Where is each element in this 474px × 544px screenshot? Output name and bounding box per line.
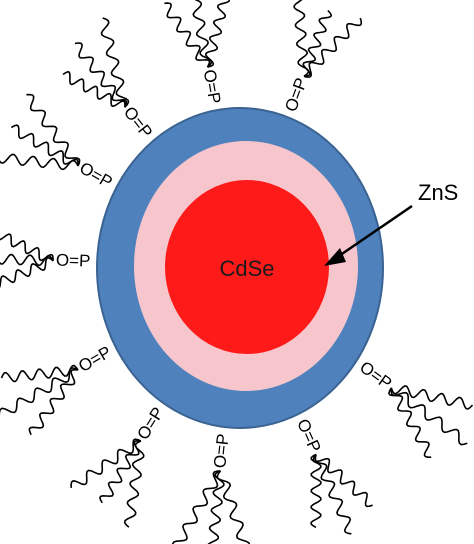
ligand-tail — [0, 233, 54, 262]
ligand-label: O=P — [56, 250, 91, 270]
ligand-label: O=P — [281, 75, 311, 114]
ligand-label: O=P — [200, 68, 225, 105]
ligand-tail — [312, 453, 352, 535]
ligand-tail — [204, 0, 231, 68]
shell-label: ZnS — [418, 180, 458, 205]
ligand-label: O=P — [210, 433, 233, 469]
shell-callout: ZnS — [324, 180, 458, 266]
cdse-core — [165, 180, 329, 354]
callout-arrow-line — [335, 204, 413, 260]
ligand-tail — [207, 470, 225, 544]
ligand-tail — [164, 2, 211, 68]
ligand-tail — [26, 93, 81, 167]
ligand-tail — [100, 17, 130, 108]
ligand-tail — [388, 387, 432, 458]
ligand-tail — [192, 0, 213, 68]
ligand-label: O=P — [133, 404, 167, 443]
ligand-tail — [10, 124, 79, 167]
ligand-tail — [310, 453, 322, 529]
ligand-label: O=P — [120, 103, 156, 142]
ligand-tail — [123, 440, 145, 528]
ligand-tail — [0, 367, 79, 416]
ligand-tail — [0, 364, 79, 383]
ligand-tail — [303, 17, 362, 78]
ligand-tail — [0, 153, 79, 171]
ligand-tail — [302, 9, 333, 78]
ligand-tail — [70, 438, 142, 488]
ligand-tail — [314, 454, 373, 508]
ligand-tail — [0, 256, 54, 289]
quantum-dot: CdSe — [96, 107, 384, 429]
ligand-tail — [293, 0, 310, 77]
ligand-label: O=P — [75, 342, 114, 376]
ligand-tail — [28, 368, 79, 436]
ligand-label: O=P — [293, 416, 324, 455]
callout-arrowhead — [324, 248, 346, 266]
ligand-tail — [390, 385, 474, 410]
ligand-tail — [0, 253, 54, 266]
ligand-tail — [390, 387, 468, 446]
ligand-label: O=P — [356, 358, 395, 394]
ligand-tail — [62, 70, 126, 108]
ligand-label: O=P — [76, 158, 115, 192]
ligand-tail — [99, 440, 141, 504]
core-label: CdSe — [219, 256, 274, 281]
ligand-tail — [74, 42, 128, 108]
ligand-tail — [172, 470, 221, 544]
